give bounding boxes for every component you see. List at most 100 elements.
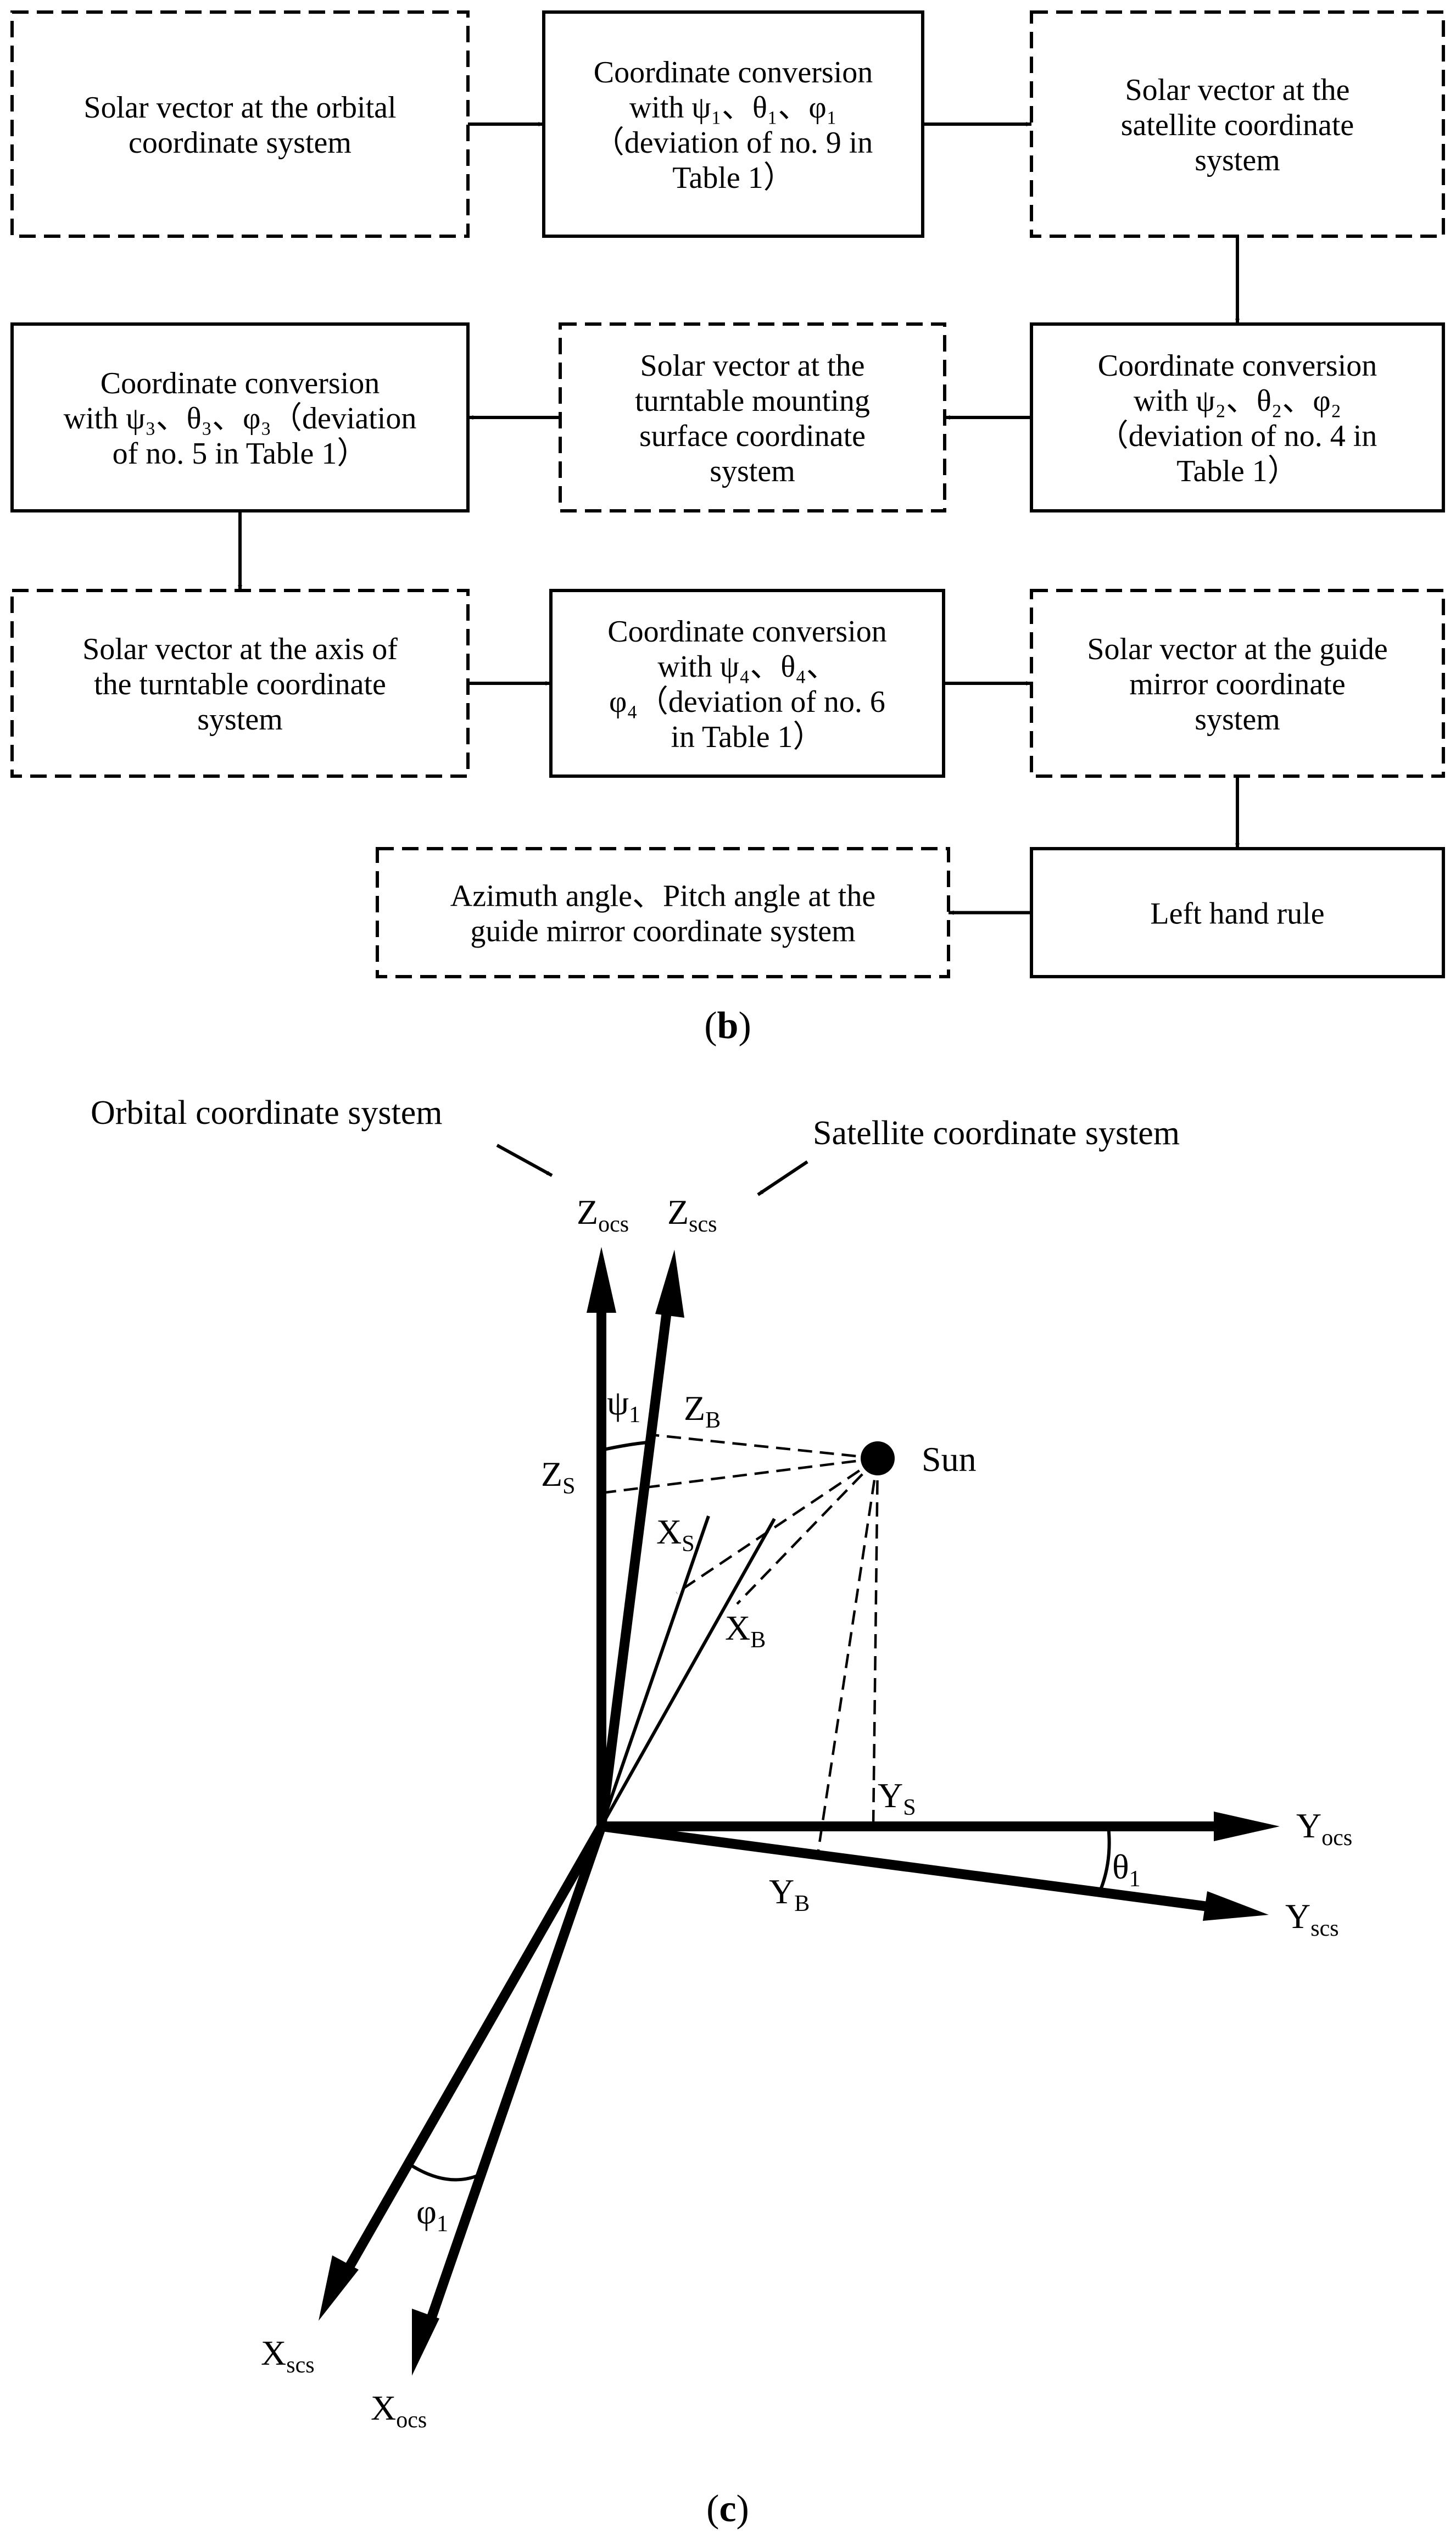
x-b-projection [736, 1457, 879, 1605]
label-z-scs: Zscs [667, 1193, 717, 1237]
sun-projection-lines [601, 1433, 879, 1858]
flow-box-border [10, 322, 470, 512]
sun-point [861, 1441, 895, 1475]
flow-box-text-line: turntable mounting [635, 384, 870, 418]
theta1-arc [1098, 1826, 1111, 1893]
label-phi1: φ1 [416, 2192, 448, 2237]
diagram-caption-letter: c [719, 2488, 736, 2530]
diagram-caption: (c) [706, 2488, 749, 2530]
flow-box-border [10, 10, 470, 238]
flow-box-text-line: Table 1） [1176, 454, 1298, 488]
flow-box-border [1030, 589, 1445, 778]
flow-box-text-line: Solar vector at the orbital [83, 91, 396, 125]
flow-box-text-line: φ₄（deviation of no. 6 [609, 685, 885, 719]
flow-box-text-line: Coordinate conversion [594, 55, 873, 90]
flow-box-border [376, 847, 950, 978]
label-z-ocs: Zocs [577, 1193, 629, 1237]
orbital-leader [496, 1144, 553, 1177]
label-y-ocs: Yocs [1296, 1806, 1352, 1851]
flow-box-text-line: system [1195, 703, 1280, 737]
flow-box-text-line: system [197, 703, 283, 737]
flow-box-border [549, 589, 945, 778]
flow-box-border [559, 322, 946, 512]
x-s-projection [676, 1457, 879, 1594]
x-s-line [600, 1515, 710, 1827]
sun-label: Sun [922, 1440, 977, 1479]
phi1-arc [404, 2160, 480, 2182]
z-b-projection [650, 1433, 878, 1460]
flow-box-text-line: surface coordinate [639, 419, 866, 453]
flow-box-text-line: of no. 5 in Table 1） [113, 437, 368, 471]
label-y-scs: Yscs [1285, 1897, 1339, 1941]
flow-box-border [1030, 322, 1445, 512]
y-scs-arrowhead [1203, 1891, 1269, 1921]
flow-box-text-line: Coordinate conversion [607, 615, 887, 649]
flow-box-text-line: mirror coordinate [1129, 667, 1345, 701]
flow-box-text-line: system [1195, 143, 1280, 177]
x-scs-arrowhead [319, 2255, 359, 2321]
psi1-arc [601, 1441, 648, 1452]
flow-box-text-line: Coordinate conversion [1098, 349, 1377, 383]
satellite-coordinate-note: Satellite coordinate system [813, 1115, 1180, 1152]
label-theta1: θ1 [1112, 1847, 1141, 1892]
label-z-s: ZS [541, 1455, 575, 1499]
flow-box-text-line: guide mirror coordinate system [470, 915, 855, 949]
flow-box-text-line: Solar vector at the axis of [82, 632, 398, 666]
flowchart-caption: (b) [704, 1005, 751, 1047]
z-ocs-arrowhead [587, 1247, 616, 1313]
flow-box-border [542, 10, 924, 238]
flow-box-text-line: coordinate system [129, 126, 352, 160]
flow-box-text-line: with ψ₃、θ₃、φ₃（deviation [64, 402, 417, 436]
flow-box-text-line: the turntable coordinate [94, 667, 386, 701]
flow-box-text-line: with ψ₄、θ₄、 [657, 650, 836, 684]
coordinate-geometry-diagram: Sun Orbital coordinate system Satellite … [91, 1094, 1352, 2530]
flow-box-text-line: satellite coordinate [1121, 108, 1354, 142]
label-x-b: XB [725, 1608, 766, 1653]
y-b-projection [816, 1458, 879, 1858]
x-scs-axis [336, 1824, 606, 2285]
label-y-b: YB [769, 1872, 810, 1916]
flow-box-text-line: Solar vector at the guide [1087, 632, 1387, 666]
label-z-b: ZB [684, 1389, 721, 1433]
flow-box-text-line: system [710, 454, 795, 488]
flow-box-text-line: Coordinate conversion [101, 366, 380, 400]
label-x-scs: Xscs [261, 2333, 315, 2378]
label-x-ocs: Xocs [371, 2388, 427, 2433]
flowchart-caption-letter: b [717, 1005, 739, 1047]
flow-box-text-line: Left hand rule [1150, 897, 1324, 931]
flow-box-text-line: Azimuth angle、Pitch angle at the [450, 879, 875, 913]
satellite-leader [757, 1160, 808, 1196]
y-scs-axis [600, 1821, 1226, 1914]
orbital-coordinate-note: Orbital coordinate system [91, 1094, 443, 1132]
label-psi1: ψ1 [607, 1383, 640, 1428]
flow-box-text-line: with ψ₁、θ₁、φ₁ [629, 91, 837, 125]
x-b-line [600, 1518, 776, 1827]
z-s-projection [601, 1457, 878, 1495]
flow-box-text-line: （deviation of no. 4 in [1098, 419, 1377, 453]
z-scs-axis [596, 1284, 675, 1827]
flow-box-text-line: in Table 1） [671, 720, 823, 754]
x-ocs-arrowhead [412, 2309, 439, 2376]
label-y-s: YS [878, 1776, 916, 1820]
flow-box-text-line: Table 1） [672, 161, 794, 195]
label-x-s: XS [656, 1512, 695, 1557]
flow-box-border [10, 589, 470, 778]
flow-box-b10: Left hand rule [1030, 847, 1445, 978]
flow-box-text-line: Solar vector at the [1125, 73, 1350, 107]
flow-box-border [1030, 847, 1445, 978]
flow-box-text-line: （deviation of no. 9 in [594, 126, 873, 160]
flow-box-text-line: with ψ₂、θ₂、φ₂ [1134, 384, 1341, 418]
y-ocs-arrowhead [1214, 1812, 1280, 1841]
